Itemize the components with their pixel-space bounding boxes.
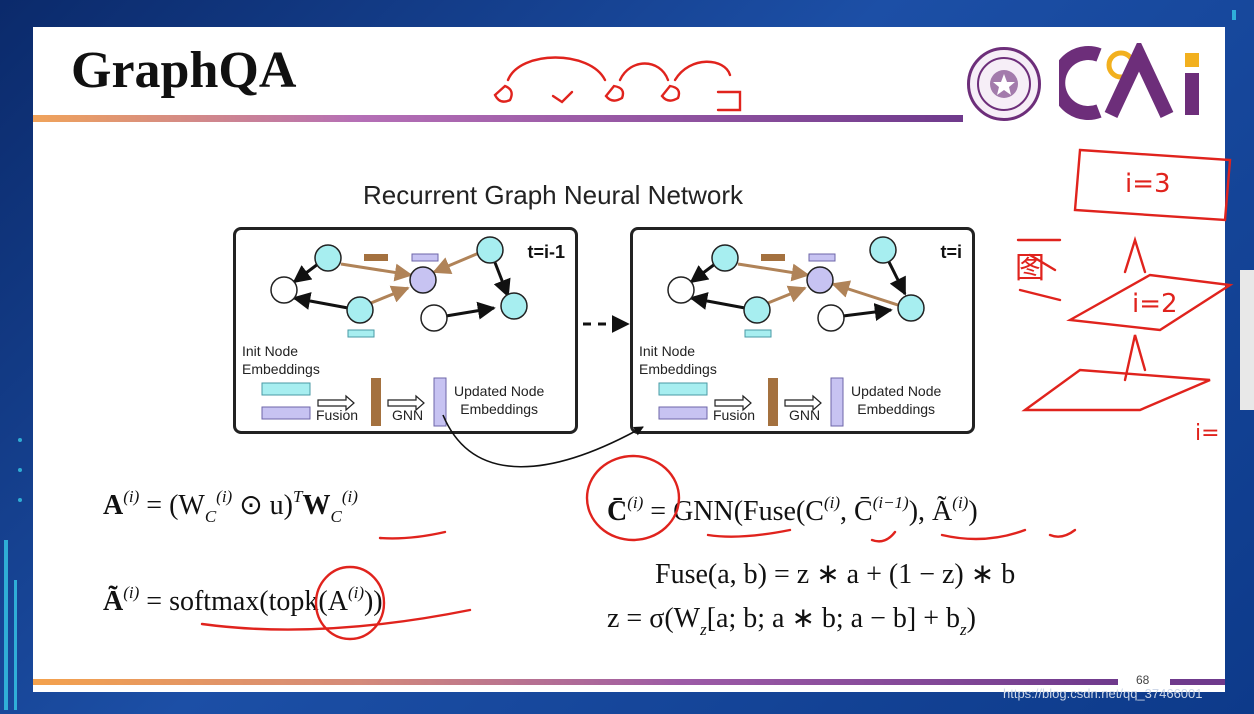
graph-diagram xyxy=(658,236,925,427)
panel-t-current: t=i Init Node Embeddings Updated Node Em… xyxy=(630,227,975,434)
slide-title: GraphQA xyxy=(71,42,297,99)
diagram-title: Recurrent Graph Neural Network xyxy=(363,180,744,210)
graph-node xyxy=(270,276,298,304)
fusion-label: Fusion xyxy=(316,407,359,423)
graph-diagram xyxy=(261,236,528,427)
bottom-rule-end xyxy=(1170,679,1225,685)
graph-node xyxy=(897,294,925,322)
graph-node xyxy=(869,236,897,264)
equation-gnn: C̄(i) = GNN(Fuse(C(i), C̄(i−1)), Ã(i)) xyxy=(607,493,978,527)
graph-node xyxy=(314,244,342,272)
panel-connector xyxy=(583,315,630,333)
bottom-rule xyxy=(33,679,1118,685)
university-seal-icon xyxy=(967,47,1041,121)
equation-attention: A(i) = (WC(i) ⊙ u)TWC(i) xyxy=(103,487,358,526)
side-window-edge xyxy=(1240,270,1254,410)
graph-node xyxy=(806,266,834,294)
time-label: t=i xyxy=(940,242,962,262)
page-number: 68 xyxy=(1136,673,1150,687)
equation-gate: z = σ(Wz[a; b; a ∗ b; a − b] + bz) xyxy=(607,603,976,639)
gnn-label: GNN xyxy=(392,407,424,423)
panel-t-prev: t=i-1 Init Node Embeddings Updated Node … xyxy=(233,227,578,434)
title-rule xyxy=(33,115,963,122)
equation-topk: Ã(i) = softmax(topk(A(i))) xyxy=(103,583,383,617)
updated-embeddings-label: Updated Node Embeddings xyxy=(851,383,942,417)
graph-node xyxy=(476,236,504,264)
equation-fuse: Fuse(a, b) = z ∗ a + (1 − z) ∗ b xyxy=(655,559,1016,590)
graph-node xyxy=(711,244,739,272)
graph-node xyxy=(409,266,437,294)
recurrent-arrow xyxy=(442,414,644,468)
updated-embeddings-label: Updated Node Embeddings xyxy=(454,383,545,417)
graph-node xyxy=(346,296,374,324)
graph-node xyxy=(500,292,528,320)
graph-node xyxy=(420,304,448,332)
graph-node xyxy=(743,296,771,324)
gnn-label: GNN xyxy=(789,407,821,423)
init-embeddings-label: Init Node Embeddings xyxy=(242,343,320,377)
time-label: t=i-1 xyxy=(527,242,565,262)
graph-node xyxy=(667,276,695,304)
cai-logo-icon xyxy=(1059,43,1199,120)
watermark: https://blog.csdn.net/qq_37466001 xyxy=(1003,686,1203,701)
init-embeddings-label: Init Node Embeddings xyxy=(639,343,717,377)
slide: GraphQA Recurrent Graph Neural Network xyxy=(33,27,1225,692)
fusion-label: Fusion xyxy=(713,407,756,423)
graph-node xyxy=(817,304,845,332)
